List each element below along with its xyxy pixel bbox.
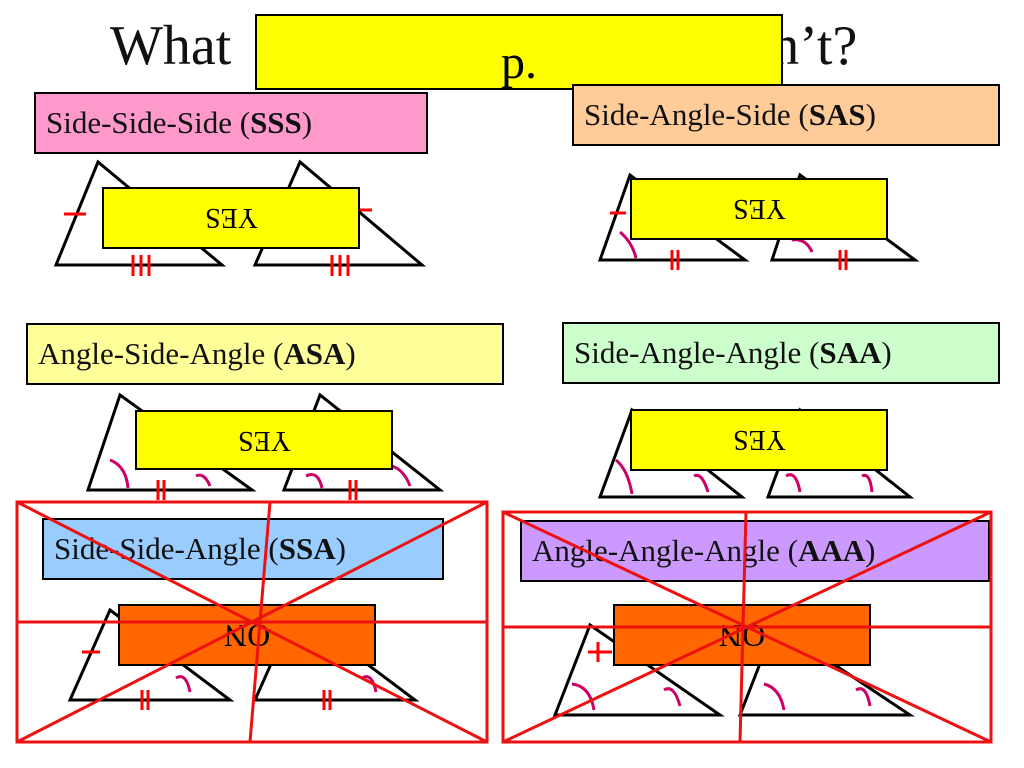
ssa-label-abbrev: SSA bbox=[278, 531, 336, 566]
ssa-label-suffix: ) bbox=[335, 531, 346, 566]
aaa-label-prefix: Angle-Angle-Angle ( bbox=[532, 533, 798, 568]
ssa-label-prefix: Side-Side-Angle ( bbox=[54, 531, 279, 566]
asa-label-suffix: ) bbox=[345, 336, 356, 371]
ssa-verdict-box: ON bbox=[118, 604, 376, 666]
asa-label-abbrev: ASA bbox=[283, 336, 346, 371]
sss-label-abbrev: SSS bbox=[250, 105, 302, 140]
title-cover-text: p. bbox=[501, 36, 537, 89]
sas-label-suffix: ) bbox=[865, 97, 876, 132]
saa-label-abbrev: SAA bbox=[819, 335, 882, 370]
asa-verdict-box: YES bbox=[135, 410, 393, 470]
sss-label: Side-Side-Side (SSS) bbox=[34, 92, 428, 154]
asa-label: Angle-Side-Angle (ASA) bbox=[26, 323, 504, 385]
sas-verdict-box: YES bbox=[630, 178, 888, 240]
sss-verdict-box: YES bbox=[102, 187, 360, 249]
sss-label-suffix: ) bbox=[301, 105, 313, 140]
page-title: What n’t? bbox=[110, 8, 857, 84]
saa-label: Side-Angle-Angle (SAA) bbox=[562, 322, 1000, 384]
saa-label-prefix: Side-Angle-Angle ( bbox=[574, 335, 820, 370]
title-cover-box: p. bbox=[255, 14, 783, 90]
saa-verdict-box: YES bbox=[630, 409, 888, 471]
saa-label-suffix: ) bbox=[881, 335, 892, 370]
sas-label-abbrev: SAS bbox=[808, 97, 866, 132]
title-prefix: What bbox=[110, 15, 232, 77]
asa-label-prefix: Angle-Side-Angle ( bbox=[38, 336, 284, 371]
sas-label: Side-Angle-Side (SAS) bbox=[572, 84, 1000, 146]
aaa-label-suffix: ) bbox=[865, 533, 876, 568]
aaa-label-abbrev: AAA bbox=[798, 533, 866, 568]
title-suffix: n’t? bbox=[771, 15, 858, 77]
aaa-triangle-right bbox=[737, 622, 915, 717]
sas-label-prefix: Side-Angle-Side ( bbox=[584, 97, 809, 132]
side-tick-marks bbox=[64, 208, 848, 710]
sss-label-prefix: Side-Side-Side ( bbox=[46, 105, 251, 140]
aaa-label: Angle-Angle-Angle (AAA) bbox=[520, 520, 990, 582]
